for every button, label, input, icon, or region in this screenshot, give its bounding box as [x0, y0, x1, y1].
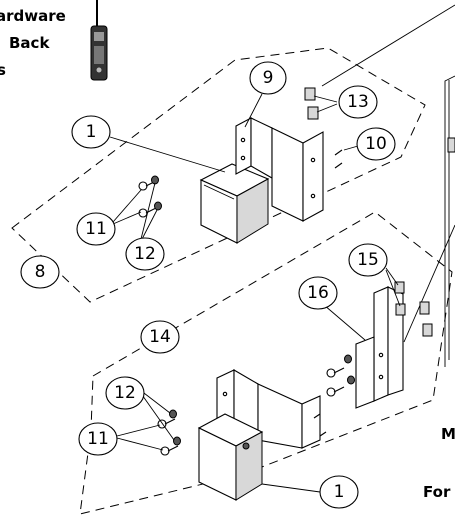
callout-12-top: 12 [125, 237, 165, 271]
callout-11-bottom-label: 11 [87, 429, 109, 449]
bracket-top [235, 117, 324, 222]
callout-10: 10 [356, 127, 396, 161]
callout-12-bottom: 12 [105, 376, 145, 410]
cropped-heading-line-3: s [0, 61, 6, 79]
callout-1-top: 1 [71, 115, 111, 149]
side-frame [321, 4, 455, 367]
callout-13-label: 13 [347, 92, 369, 112]
callout-1-top-label: 1 [86, 122, 97, 142]
callout-9-label: 9 [263, 68, 274, 88]
upper-group-boundary [11, 47, 426, 303]
callout-14-label: 14 [149, 327, 171, 347]
callout-16: 16 [298, 276, 338, 310]
enclosure-box-bottom [197, 413, 264, 501]
callout-11-top: 11 [76, 212, 116, 246]
radio-icon [90, 0, 108, 81]
callout-10-label: 10 [365, 134, 387, 154]
callout-12-top-label: 12 [134, 244, 156, 264]
callout-1-bottom-label: 1 [334, 482, 345, 502]
callout-14: 14 [140, 320, 180, 354]
cropped-right-text-2: For [423, 483, 451, 501]
enclosure-box-top [199, 163, 270, 244]
callout-8-label: 8 [35, 262, 46, 282]
callout-8: 8 [20, 255, 60, 289]
nut-set-lower [394, 281, 433, 337]
bracket-lower [216, 369, 321, 449]
small-screws-top [334, 149, 343, 169]
callout-11-top-label: 11 [85, 219, 107, 239]
cropped-heading-line-1: ardware [0, 7, 66, 25]
callout-15-label: 15 [357, 250, 379, 270]
screw-set-top [138, 175, 162, 218]
callout-1-bottom: 1 [319, 475, 359, 509]
callout-9: 9 [249, 61, 287, 95]
cropped-right-text-1: M [441, 425, 455, 443]
callout-15: 15 [348, 243, 388, 277]
nut-set-top [304, 87, 319, 120]
callout-11-bottom: 11 [78, 422, 118, 456]
cropped-heading-line-2: Back [9, 34, 50, 52]
callout-16-label: 16 [307, 283, 329, 303]
leader-lines [109, 93, 401, 493]
callout-12-bottom-label: 12 [114, 383, 136, 403]
callout-13: 13 [338, 85, 378, 119]
